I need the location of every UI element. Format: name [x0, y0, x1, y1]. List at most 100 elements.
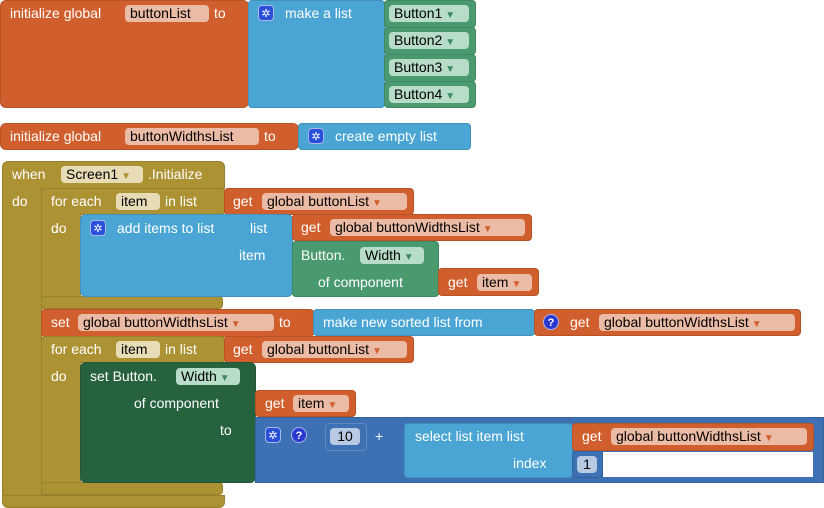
in-list-label: in list [165, 193, 197, 209]
create-empty-list-block[interactable] [298, 123, 471, 150]
plus-label: + [375, 428, 384, 444]
dropdown-arrow-icon: ▼ [751, 319, 762, 330]
dropdown-arrow-icon: ▼ [219, 373, 230, 384]
component-name: Button2 [394, 32, 443, 48]
button-label: Button. [301, 247, 346, 263]
variable-name: global buttonWidthsList [335, 219, 480, 235]
variable-dropdown[interactable]: global buttonList▼ [262, 341, 407, 358]
help-question-icon[interactable]: ? [543, 314, 559, 330]
get-label: get [233, 193, 253, 209]
get-label: get [301, 219, 321, 235]
of-component-label: of component [134, 395, 219, 411]
property-name: Width [365, 247, 401, 263]
for-each-label: for each [51, 193, 102, 209]
dropdown-arrow-icon: ▼ [327, 400, 338, 411]
component-dropdown[interactable]: Button4▼ [389, 86, 469, 103]
variable-name: global buttonWidthsList [604, 314, 749, 330]
loop-var-field[interactable]: item [116, 341, 160, 358]
mutator-gear-icon[interactable]: ✲ [308, 128, 324, 144]
dropdown-arrow-icon: ▼ [445, 10, 456, 21]
set-label: set [51, 314, 70, 330]
variable-name: global buttonList [267, 193, 369, 209]
for-each-bottom [41, 482, 223, 495]
variable-name: global buttonList [267, 341, 369, 357]
list-socket-label: list [250, 220, 268, 236]
variable-dropdown[interactable]: global buttonList▼ [262, 193, 407, 210]
for-each-arm [41, 361, 81, 496]
variable-dropdown[interactable]: item▼ [477, 274, 532, 291]
var-name-field[interactable]: buttonWidthsList [125, 128, 259, 145]
component-name: Button4 [394, 86, 443, 102]
dropdown-arrow-icon: ▼ [371, 198, 382, 209]
component-dropdown[interactable]: Button1▼ [389, 5, 469, 22]
dropdown-arrow-icon: ▼ [445, 64, 456, 75]
property-name: Width [181, 368, 217, 384]
init-label: initialize global [10, 128, 102, 144]
of-component-label: of component [318, 274, 403, 290]
sorted-label: make new sorted list from [323, 314, 483, 330]
variable-dropdown[interactable]: global buttonWidthsList▼ [330, 219, 525, 236]
to-label: to [214, 5, 226, 21]
variable-dropdown[interactable]: global buttonWidthsList▼ [599, 314, 795, 331]
get-label: get [448, 274, 468, 290]
component-name: Button1 [394, 5, 443, 21]
item-socket-label: item [239, 247, 266, 263]
property-dropdown[interactable]: Width▼ [360, 247, 424, 264]
for-each-bottom [41, 296, 223, 309]
variable-name: global buttonWidthsList [616, 428, 761, 444]
help-question-icon[interactable]: ? [291, 427, 307, 443]
add-items-to-list-block[interactable] [80, 214, 293, 297]
get-label: get [570, 314, 590, 330]
add-items-label: add items to list [117, 220, 215, 236]
dropdown-arrow-icon: ▼ [403, 252, 414, 263]
create-empty-label: create empty list [335, 128, 437, 144]
property-dropdown[interactable]: Width▼ [176, 368, 240, 385]
variable-name: item [482, 274, 509, 290]
to-label: to [264, 128, 276, 144]
mutator-gear-icon[interactable]: ✲ [265, 427, 281, 443]
empty-area [603, 452, 813, 477]
variable-dropdown[interactable]: global buttonWidthsList▼ [78, 314, 274, 331]
select-list-item-label: select list item list [415, 428, 524, 444]
variable-dropdown[interactable]: global buttonWidthsList▼ [611, 428, 807, 445]
set-button-label: set Button. [90, 368, 157, 384]
dropdown-arrow-icon: ▼ [371, 346, 382, 357]
dropdown-arrow-icon: ▼ [482, 224, 493, 235]
screen-dropdown[interactable]: Screen1▼ [61, 166, 143, 183]
var-name-field[interactable]: buttonList [125, 5, 209, 22]
dropdown-arrow-icon: ▼ [763, 433, 774, 444]
do-label: do [51, 220, 67, 236]
to-label: to [220, 422, 232, 438]
dropdown-arrow-icon: ▼ [121, 171, 132, 182]
component-dropdown[interactable]: Button3▼ [389, 59, 469, 76]
number-field[interactable]: 10 [330, 428, 360, 445]
do-label: do [51, 368, 67, 384]
dropdown-arrow-icon: ▼ [230, 319, 241, 330]
variable-name: global buttonWidthsList [83, 314, 228, 330]
screen-name: Screen1 [66, 166, 119, 182]
to-label: to [279, 314, 291, 330]
variable-dropdown[interactable]: item▼ [293, 395, 349, 412]
do-label: do [12, 193, 28, 209]
number-field[interactable]: 1 [577, 456, 597, 473]
select-list-item-block[interactable] [404, 423, 573, 478]
component-dropdown[interactable]: Button2▼ [389, 32, 469, 49]
event-arm [2, 187, 42, 498]
dropdown-arrow-icon: ▼ [511, 279, 522, 290]
index-label: index [513, 455, 547, 471]
for-each-label: for each [51, 341, 102, 357]
dropdown-arrow-icon: ▼ [445, 91, 456, 102]
make-list-label: make a list [285, 5, 352, 21]
mutator-gear-icon[interactable]: ✲ [90, 220, 106, 236]
loop-var-field[interactable]: item [116, 193, 160, 210]
in-list-label: in list [165, 341, 197, 357]
dropdown-arrow-icon: ▼ [445, 37, 456, 48]
event-name: .Initialize [148, 166, 203, 182]
when-label: when [12, 166, 46, 182]
mutator-gear-icon[interactable]: ✲ [258, 5, 274, 21]
event-bottom [2, 495, 225, 508]
get-label: get [233, 341, 253, 357]
component-name: Button3 [394, 59, 443, 75]
variable-name: item [298, 395, 325, 411]
get-label: get [265, 395, 285, 411]
